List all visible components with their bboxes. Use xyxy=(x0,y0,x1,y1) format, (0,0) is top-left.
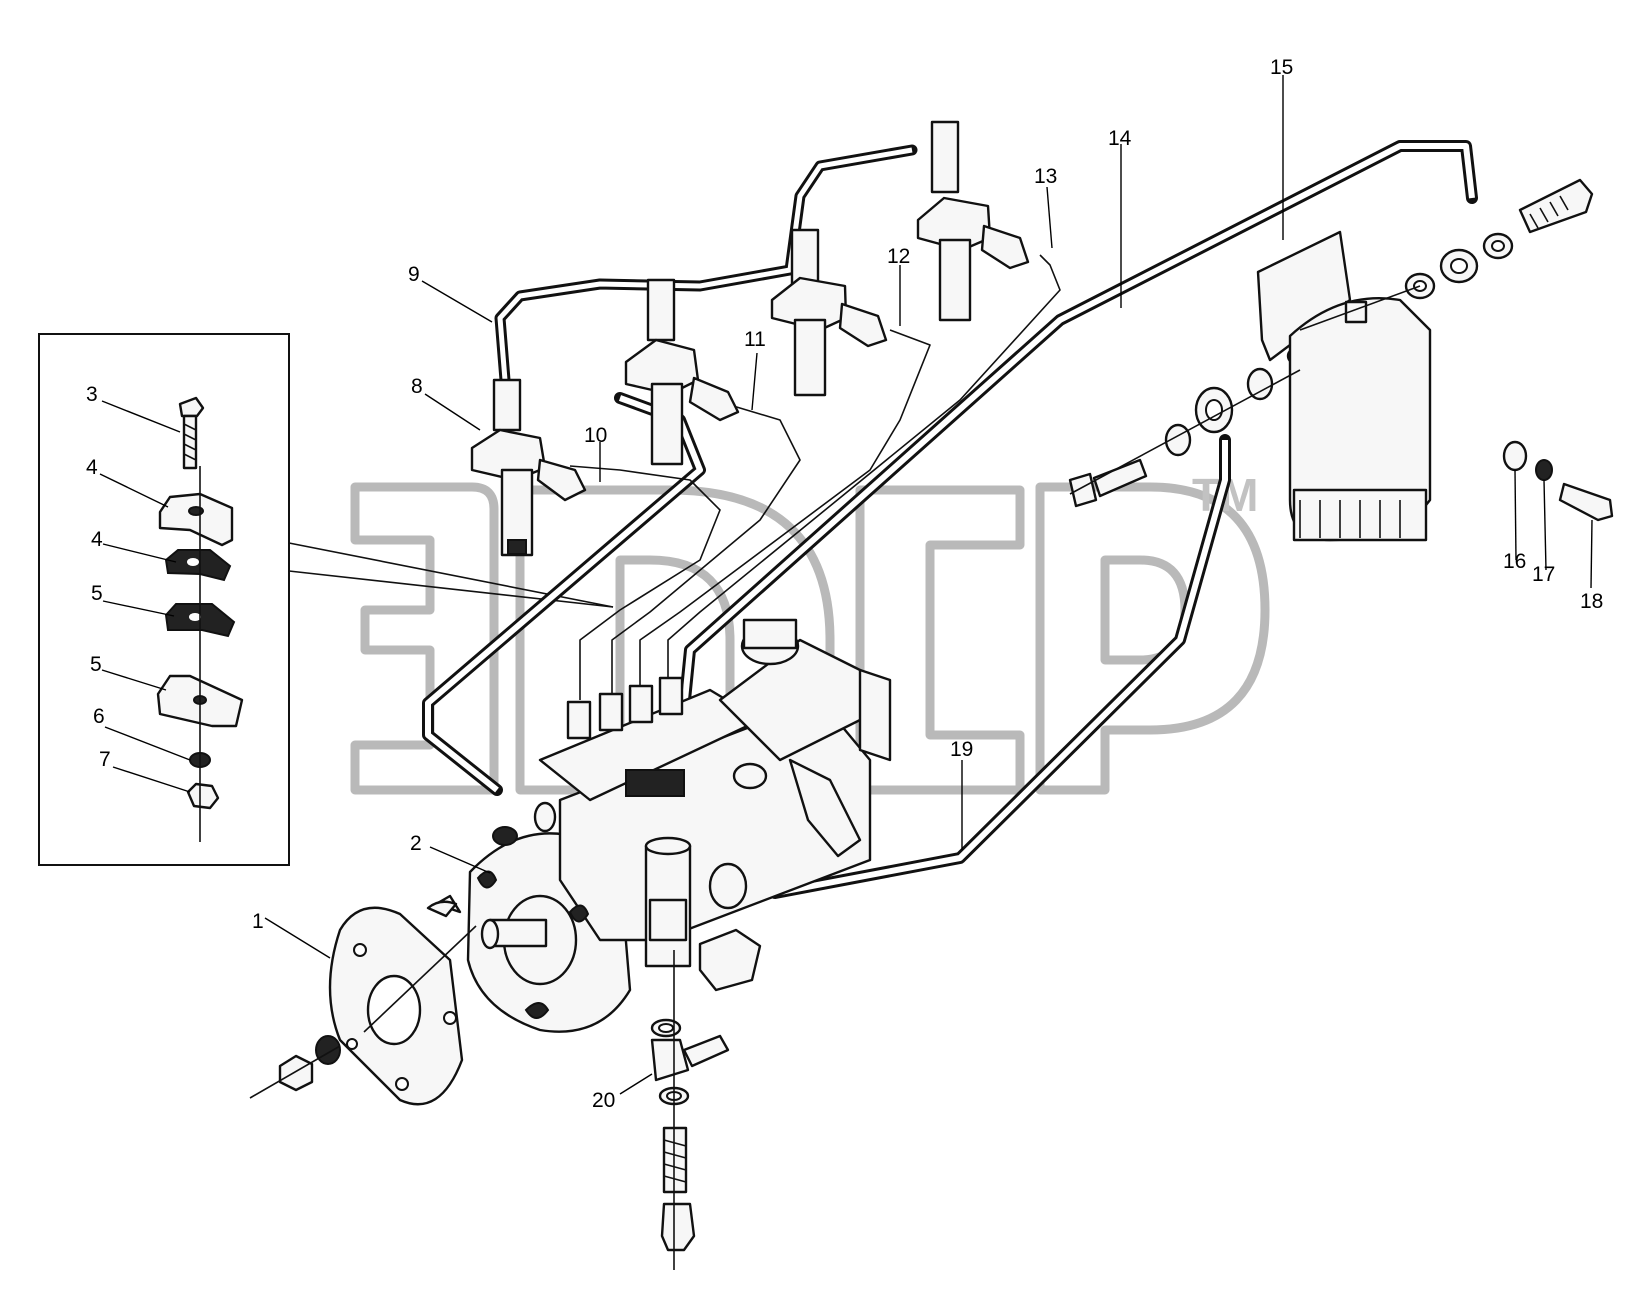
injector-1 xyxy=(470,378,587,557)
injectors xyxy=(470,120,1030,557)
leader-lines xyxy=(99,75,1593,1095)
filter-fittings xyxy=(1068,178,1614,522)
injector-3 xyxy=(770,228,888,397)
callout-4-top: 4 xyxy=(86,456,98,479)
callout-5-upper: 4 xyxy=(91,528,103,551)
injector-4 xyxy=(916,120,1030,322)
callout-14: 14 xyxy=(1108,127,1132,150)
callout-8: 8 xyxy=(411,375,423,398)
callout-11: 11 xyxy=(744,328,766,351)
callout-9: 9 xyxy=(408,263,420,286)
callout-3: 3 xyxy=(86,383,98,406)
callout-2: 2 xyxy=(410,832,422,855)
injector-2 xyxy=(624,278,740,466)
callout-10: 10 xyxy=(584,424,607,447)
callout-19: 19 xyxy=(950,738,973,761)
fuel-filter xyxy=(1256,230,1432,542)
callout-1: 1 xyxy=(252,910,264,933)
inset-clamp-assembly xyxy=(38,333,614,866)
callout-15: 15 xyxy=(1270,56,1293,79)
callout-12: 12 xyxy=(887,245,910,268)
callout-17: 17 xyxy=(1532,563,1555,586)
callout-16: 16 xyxy=(1503,550,1526,573)
callout-20: 20 xyxy=(592,1089,615,1112)
injection-pump xyxy=(434,618,892,1033)
callout-4-bottom: 5 xyxy=(90,653,102,676)
callout-7: 7 xyxy=(99,748,111,771)
callout-6: 6 xyxy=(93,705,105,728)
mounting-flange xyxy=(249,900,477,1106)
fuel-lines xyxy=(422,140,1478,899)
callout-18: 18 xyxy=(1580,590,1603,613)
callout-13: 13 xyxy=(1034,165,1057,188)
callout-labels: 1 2 3 4 4 5 5 6 7 8 9 10 11 12 13 14 15 … xyxy=(86,56,1603,1112)
callout-5-lower: 5 xyxy=(91,582,103,605)
bottom-banjo-fitting xyxy=(650,950,730,1270)
